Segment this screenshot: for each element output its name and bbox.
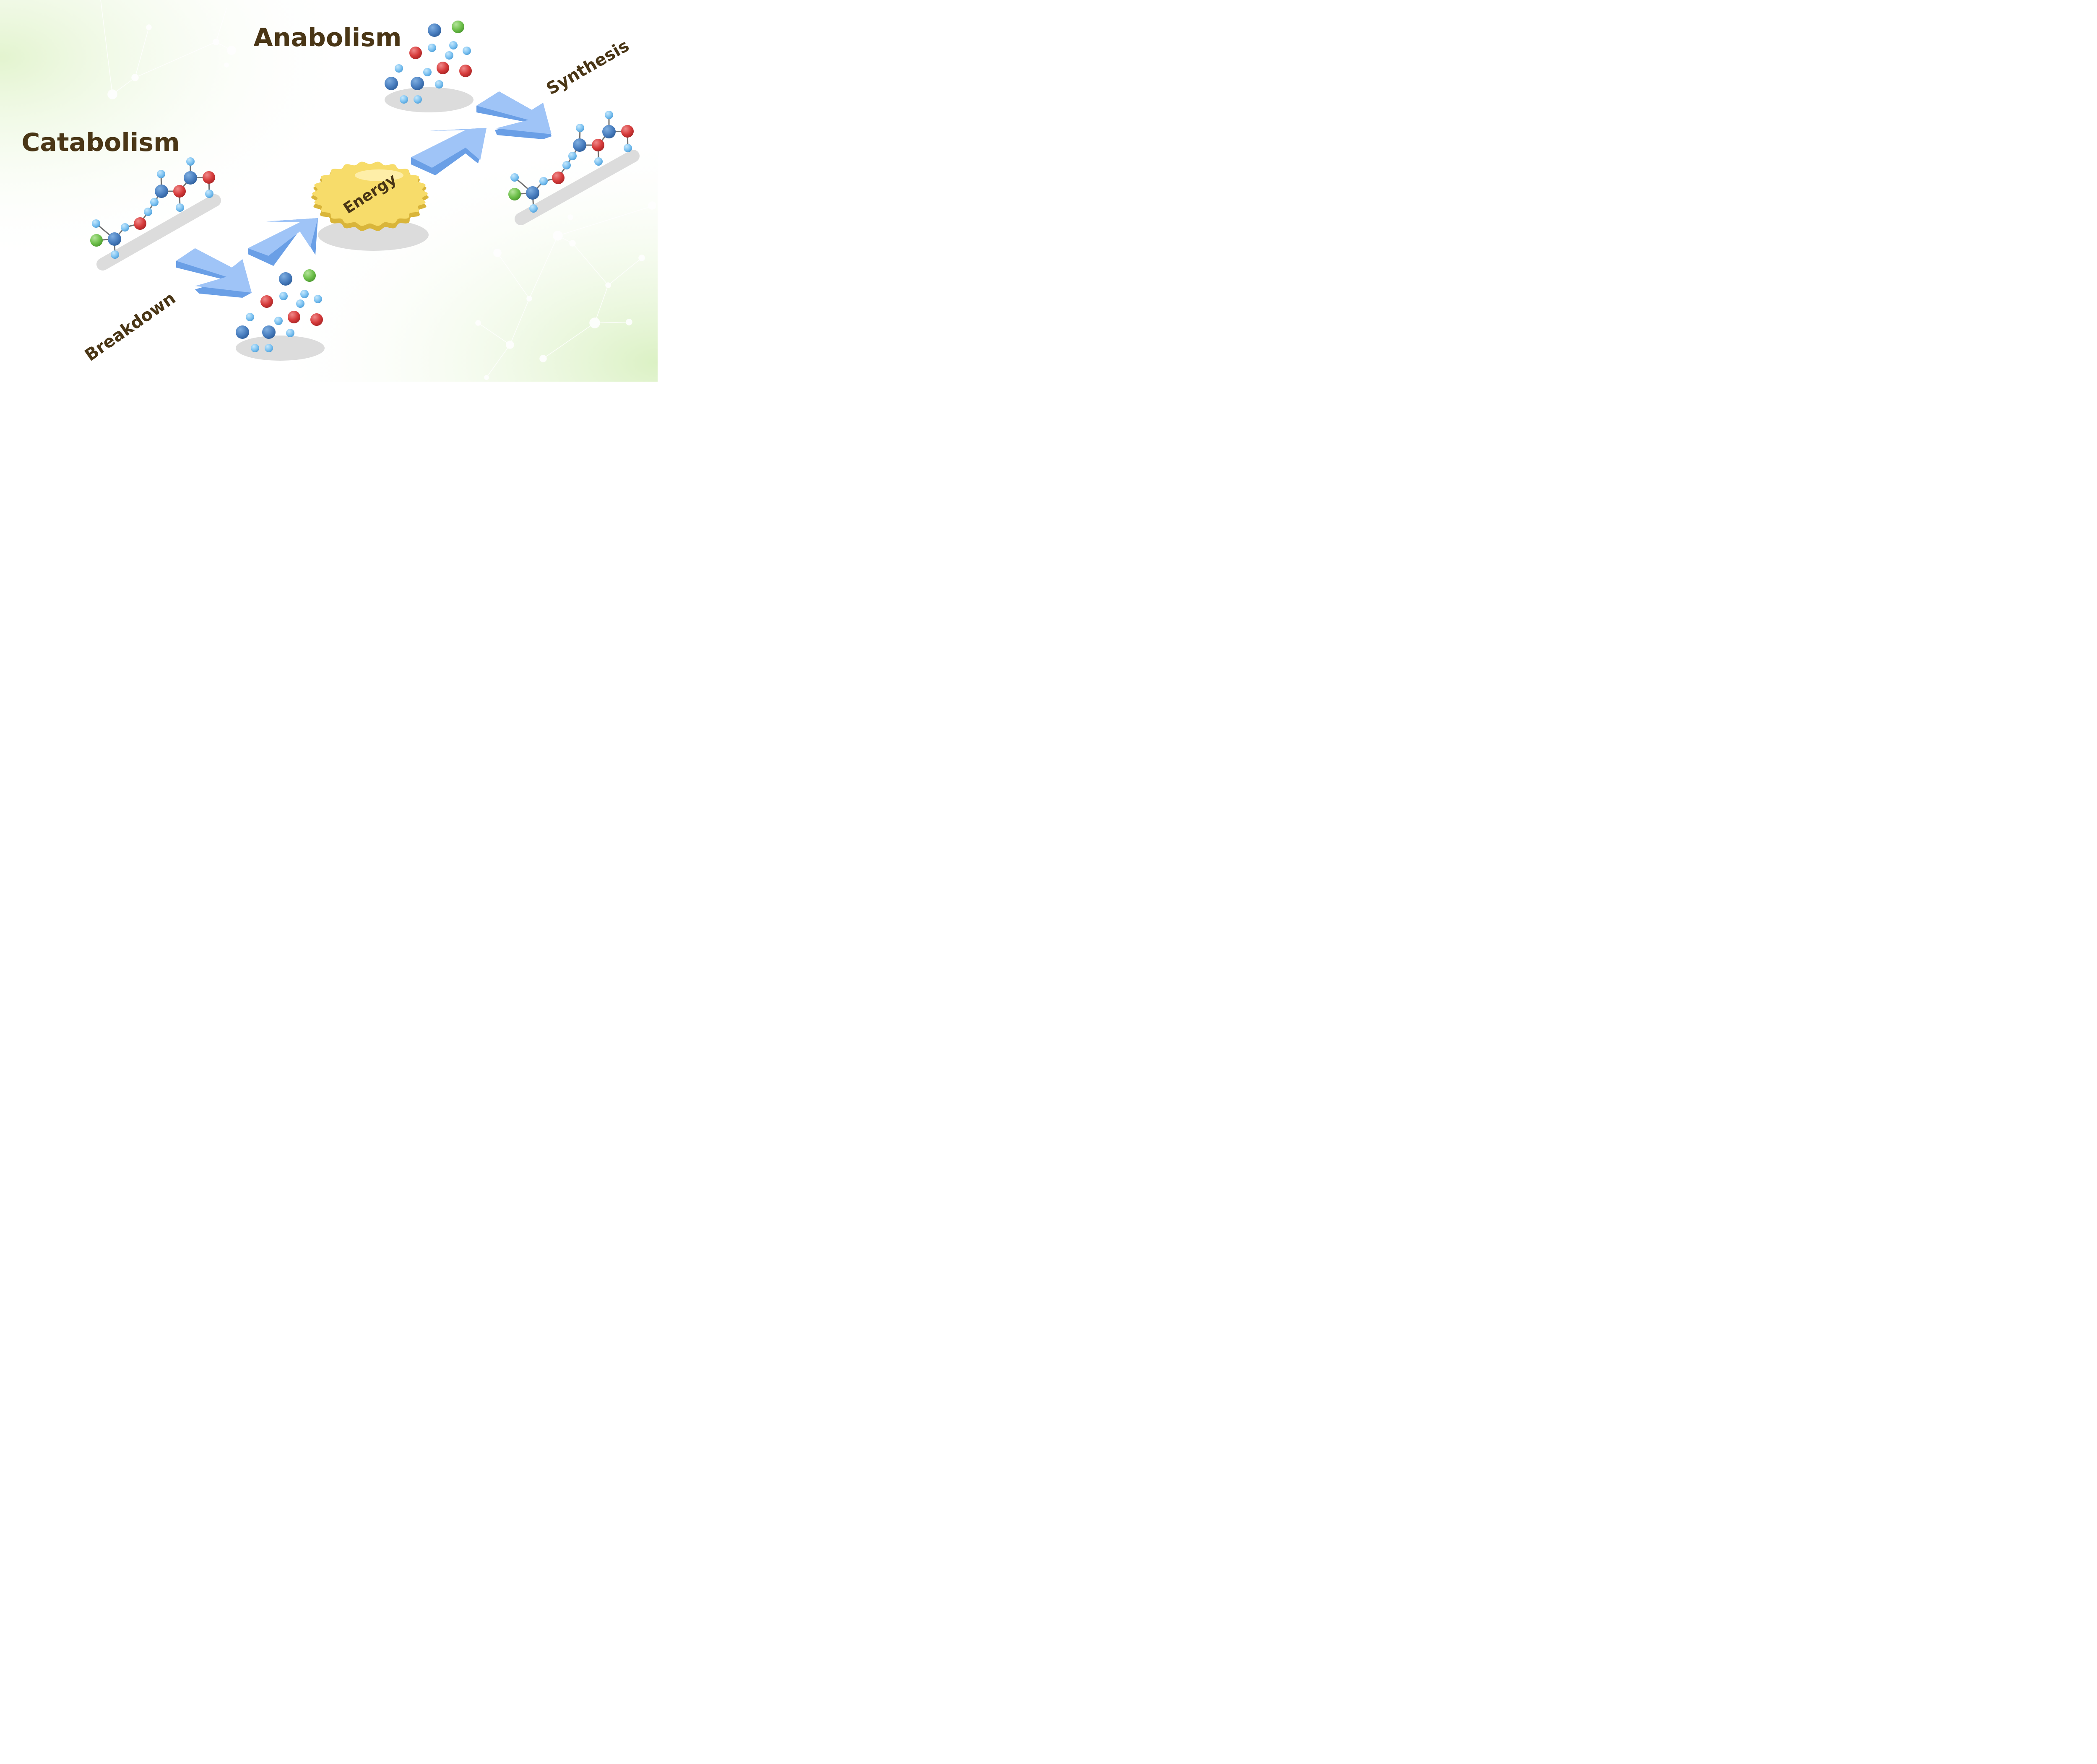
hydrogen-atom xyxy=(510,173,519,182)
hydrogen-atom xyxy=(594,157,603,166)
hydrogen-atom xyxy=(428,44,436,52)
carbon-atom xyxy=(236,325,249,339)
hydrogen-atom xyxy=(274,317,283,325)
carbon-atom xyxy=(184,171,197,185)
hydrogen-atom xyxy=(435,80,443,88)
hydrogen-atom xyxy=(157,170,165,178)
hydrogen-atom xyxy=(296,299,304,308)
carbon-atom xyxy=(155,185,168,198)
hydrogen-atom xyxy=(449,41,458,49)
carbon-atom xyxy=(411,77,424,90)
hydrogen-atom xyxy=(144,208,152,216)
hydrogen-atom xyxy=(414,95,422,104)
hydrogen-atom xyxy=(423,68,432,76)
hydrogen-atom xyxy=(605,111,613,119)
arrow-synthesis xyxy=(476,91,552,139)
carbon-atom xyxy=(279,272,292,286)
arrow-from-energy xyxy=(411,128,487,175)
oxygen-atom xyxy=(203,171,215,184)
hydrogen-atom xyxy=(300,290,309,298)
hydrogen-atom xyxy=(111,250,119,259)
chlorine-atom xyxy=(303,269,316,282)
hydrogen-atom xyxy=(251,344,259,352)
hydrogen-atom xyxy=(463,47,471,55)
carbon-atom xyxy=(602,125,616,138)
hydrogen-atom xyxy=(279,292,288,300)
oxygen-atom xyxy=(552,172,565,184)
hydrogen-atom xyxy=(624,144,632,152)
catabolism-label: Catabolism xyxy=(21,128,180,157)
metabolism-diagram: Energy xyxy=(0,0,658,382)
carbon-atom xyxy=(108,232,121,246)
hydrogen-atom xyxy=(176,203,184,212)
oxygen-atom xyxy=(459,65,472,77)
hydrogen-atom xyxy=(150,198,159,206)
hydrogen-atom xyxy=(576,124,584,132)
hydrogen-atom xyxy=(286,329,294,337)
hydrogen-atom xyxy=(539,177,548,185)
oxygen-atom xyxy=(260,295,273,308)
hydrogen-atom xyxy=(246,313,254,321)
hydrogen-atom xyxy=(395,64,403,73)
oxygen-atom xyxy=(437,62,449,74)
energy-badge: Energy xyxy=(311,161,429,231)
arrow-to-energy xyxy=(248,218,318,266)
atom-pool-breakdown xyxy=(236,269,323,352)
hydrogen-atom xyxy=(92,219,100,228)
oxygen-atom xyxy=(409,47,422,59)
carbon-atom xyxy=(573,138,586,152)
carbon-atom xyxy=(428,23,441,37)
background-network xyxy=(100,0,656,380)
oxygen-atom xyxy=(173,185,186,198)
chlorine-atom xyxy=(452,21,464,33)
hydrogen-atom xyxy=(400,95,408,104)
oxygen-atom xyxy=(592,139,604,151)
oxygen-atom xyxy=(310,313,323,326)
oxygen-atom xyxy=(134,217,146,230)
hydrogen-atom xyxy=(314,295,322,303)
hydrogen-atom xyxy=(568,152,577,160)
anabolism-label: Anabolism xyxy=(253,23,401,52)
oxygen-atom xyxy=(288,311,300,323)
hydrogen-atom xyxy=(186,157,195,166)
chlorine-atom xyxy=(90,234,103,247)
hydrogen-atom xyxy=(205,190,213,198)
arrow-breakdown xyxy=(176,248,252,298)
hydrogen-atom xyxy=(265,344,273,352)
carbon-atom xyxy=(262,325,276,339)
hydrogen-atom xyxy=(529,204,538,213)
chlorine-atom xyxy=(508,188,521,200)
carbon-atom xyxy=(526,186,539,200)
hydrogen-atom xyxy=(121,223,129,232)
atom-pool-anabolism xyxy=(385,21,472,104)
hydrogen-atom xyxy=(562,161,571,169)
hydrogen-atom xyxy=(445,51,453,60)
oxygen-atom xyxy=(621,125,634,138)
carbon-atom xyxy=(385,77,398,90)
